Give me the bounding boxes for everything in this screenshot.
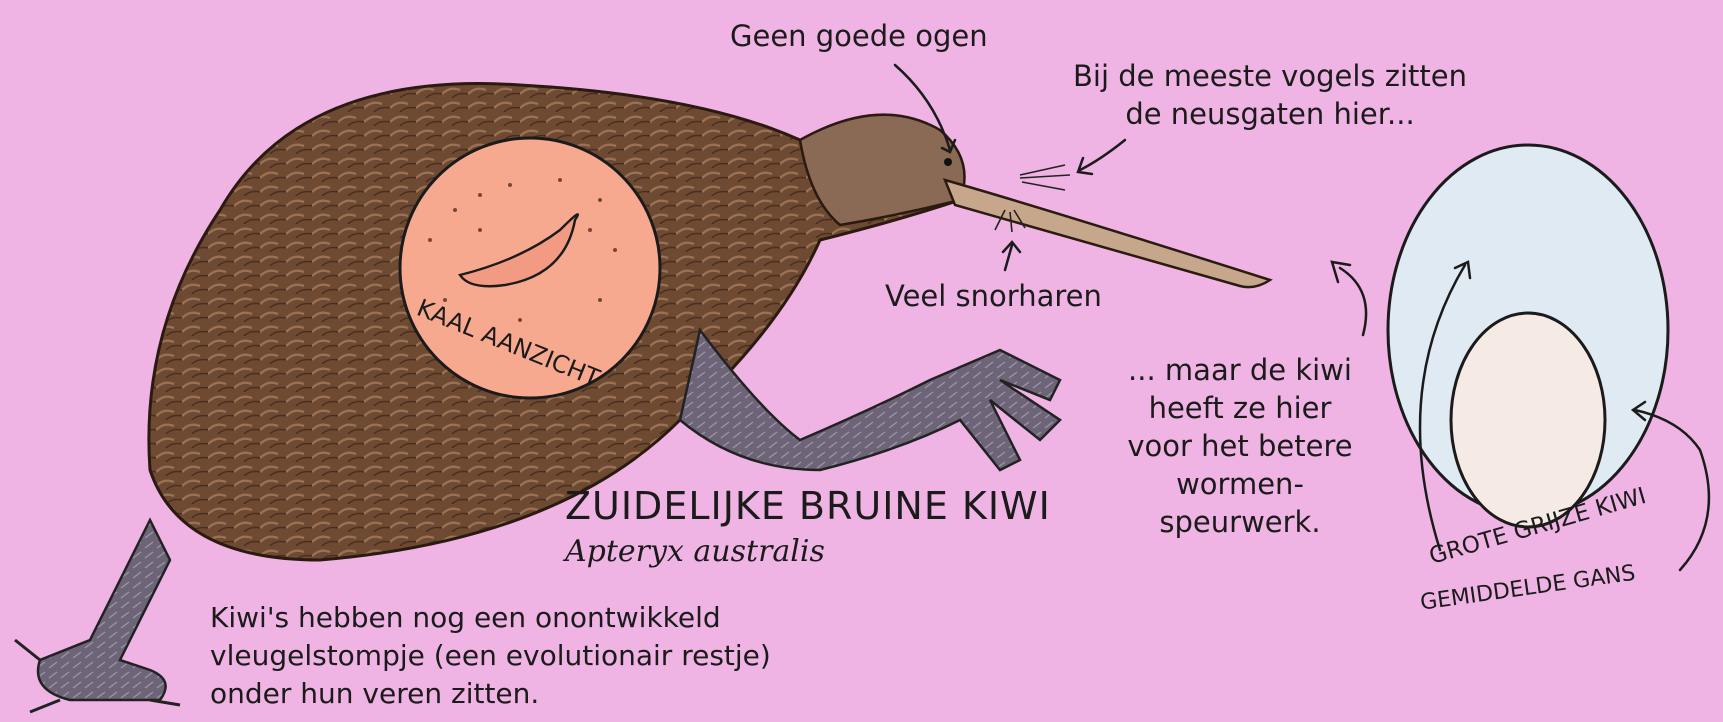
species-name: ZUIDELIJKE BRUINE KIWI bbox=[565, 488, 1051, 524]
kiwi-nostril-line-3: voor het betere bbox=[1110, 428, 1370, 464]
species-latin-name: Apteryx australis bbox=[565, 534, 825, 570]
kiwi-eye bbox=[944, 158, 952, 166]
kiwi-back-leg bbox=[15, 520, 180, 712]
wing-note-line-3: onder hun veren zitten. bbox=[210, 676, 539, 712]
kiwi-nostril-line-1: ... maar de kiwi bbox=[1110, 352, 1370, 388]
label-nostrils-top-line-1: Bij de meeste vogels zitten bbox=[1060, 58, 1480, 94]
kiwi-nostril-line-4: wormen- bbox=[1110, 466, 1370, 502]
kiwi-nostril-line-2: heeft ze hier bbox=[1110, 390, 1370, 426]
label-whiskers: Veel snorharen bbox=[885, 278, 1102, 314]
wing-note-line-1: Kiwi's hebben nog een onontwikkeld bbox=[210, 600, 721, 636]
kiwi-beak bbox=[945, 180, 1270, 287]
label-nostrils-top-line-2: de neusgaten hier... bbox=[1060, 96, 1480, 132]
label-eyes: Geen goede ogen bbox=[730, 18, 988, 54]
kiwi-nostril-line-5: speurwerk. bbox=[1110, 504, 1370, 540]
wing-note-line-2: vleugelstompje (een evolutionair restje) bbox=[210, 638, 771, 674]
